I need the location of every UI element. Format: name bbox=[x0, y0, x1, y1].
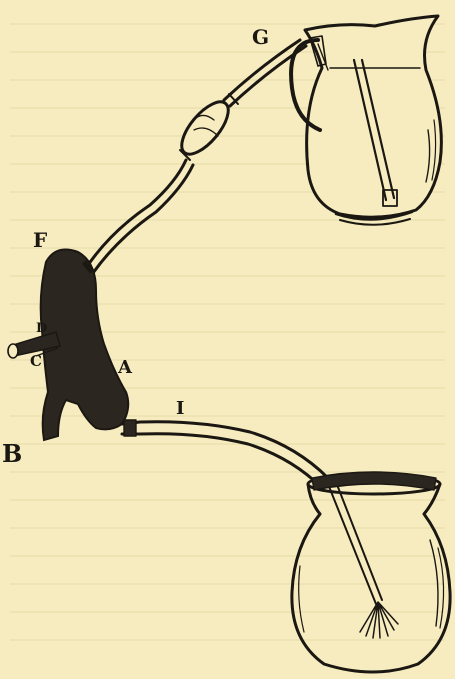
label-f: F bbox=[33, 228, 47, 252]
label-a: A bbox=[117, 357, 133, 378]
label-c: C bbox=[30, 352, 42, 370]
label-b: B bbox=[2, 439, 22, 468]
label-g: G bbox=[252, 25, 269, 49]
upper-pitcher bbox=[291, 16, 441, 225]
label-one: I bbox=[176, 398, 184, 419]
label-d: D bbox=[36, 321, 47, 336]
